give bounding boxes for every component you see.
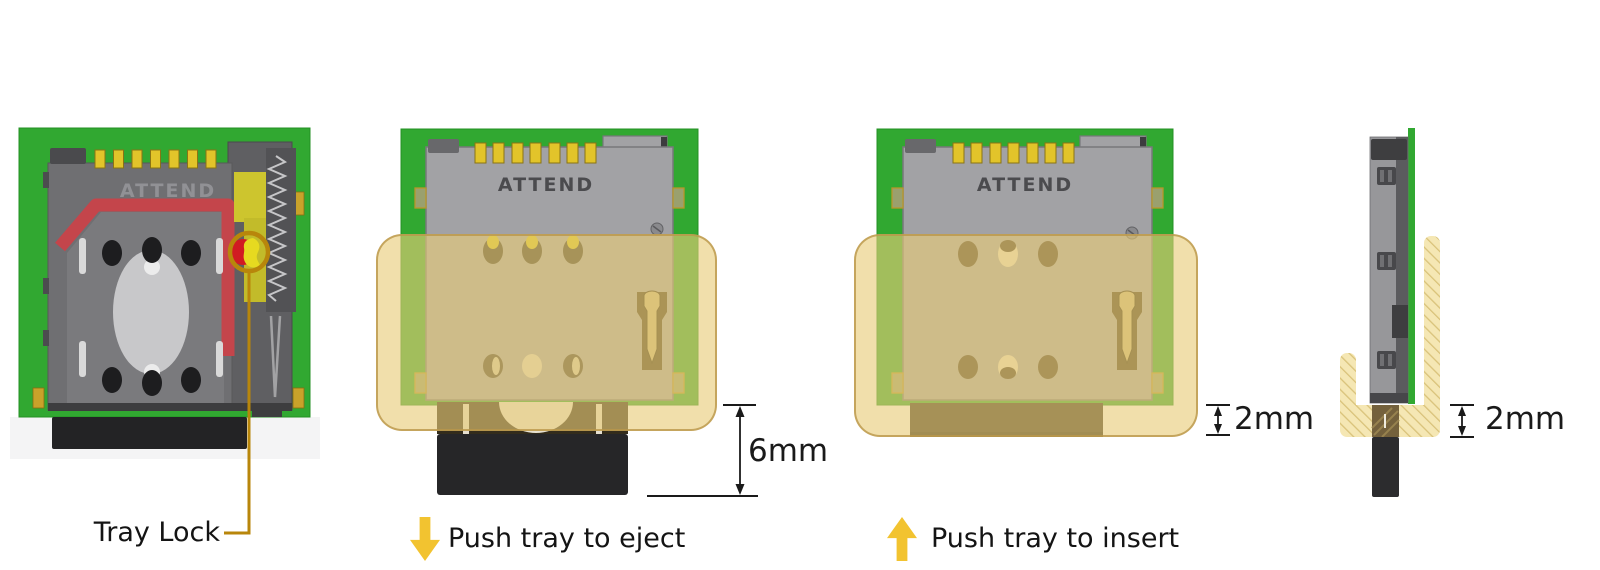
open-view: ATTEND Tray Lock (10, 120, 360, 570)
dimension-6mm (647, 404, 758, 497)
tray-details (79, 237, 223, 396)
attend-logo-text: ATTEND (497, 174, 595, 196)
contact-pins (94, 149, 217, 169)
dimension-2mm (1450, 404, 1474, 438)
attend-watermark: ATTEND (119, 180, 217, 202)
eject-view: ATTEND 6mm Push tray to eject (370, 120, 840, 570)
insert-view: ATTEND 2mm Push tray to insert (830, 120, 1350, 570)
dimension-label-2mm-side: 2mm (1485, 401, 1566, 437)
side-connector-body (1369, 136, 1409, 404)
eject-arrow-down-icon (410, 517, 440, 561)
dimension-label-6mm: 6mm (748, 433, 829, 469)
pcb-edge (1408, 128, 1415, 404)
sim-tray (52, 417, 247, 449)
housing-cross-section (1340, 236, 1440, 438)
open-view-drawing (10, 127, 320, 535)
eject-spring (266, 148, 296, 312)
attend-logo-text: ATTEND (976, 174, 1074, 196)
side-view-drawing (1340, 128, 1474, 497)
push-area-overlay (376, 234, 717, 431)
eject-caption: Push tray to eject (448, 523, 686, 554)
sim-tray (1372, 437, 1399, 497)
insert-caption: Push tray to insert (931, 523, 1180, 554)
sim-tray (437, 434, 628, 495)
push-area-overlay (854, 234, 1198, 437)
contact-pins (474, 142, 597, 164)
contact-pins (952, 142, 1075, 164)
waterproof-gasket (55, 198, 235, 356)
callout-line (224, 271, 251, 535)
insert-arrow-up-icon (887, 517, 917, 561)
tray-lock-label: Tray Lock (93, 517, 220, 548)
dimension-label-2mm: 2mm (1234, 401, 1315, 437)
side-view: 2mm (1330, 120, 1600, 510)
detect-pin (269, 315, 282, 398)
dimension-2mm (1206, 404, 1230, 436)
